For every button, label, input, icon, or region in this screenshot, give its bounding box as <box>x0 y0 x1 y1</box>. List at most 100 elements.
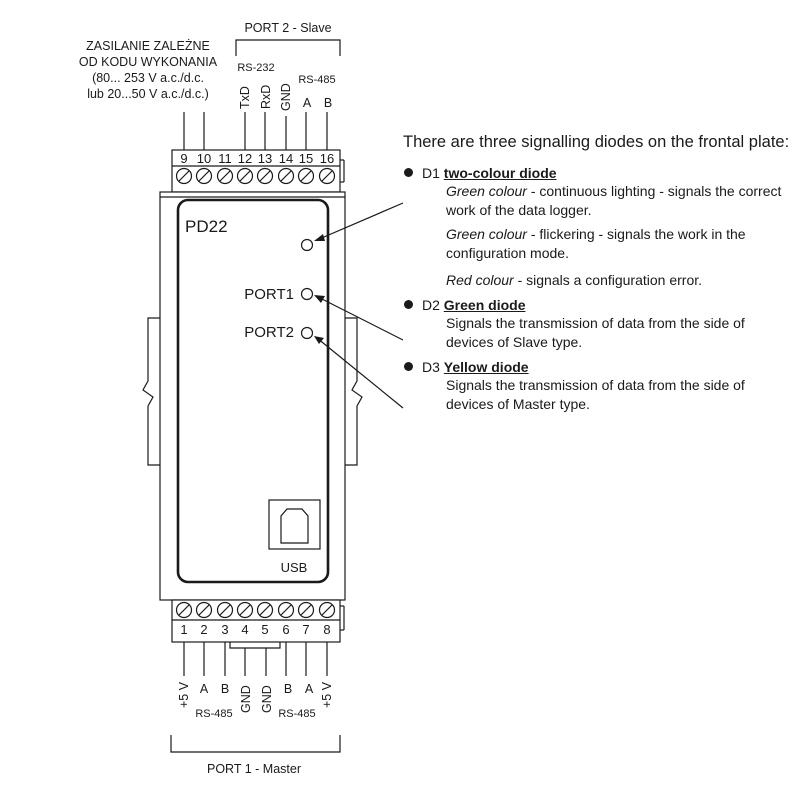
usb-port: USB <box>268 499 321 575</box>
d2-line1-text: Signals the transmission of data from th… <box>446 315 745 350</box>
port2-title: PORT 2 - Slave <box>244 21 331 35</box>
d1-line3-em: Red colour <box>446 272 514 288</box>
diode-d1-id: D1 <box>422 165 440 181</box>
a-left-label: A <box>200 682 209 696</box>
bullet-icon <box>404 168 413 177</box>
bottom-terminal-number: 3 <box>221 622 228 637</box>
screw-slot <box>280 604 292 616</box>
terminal-screw-icon <box>175 167 193 185</box>
top-terminal-number: 16 <box>320 151 334 166</box>
screw-slot <box>178 170 190 182</box>
screw-slot <box>280 170 292 182</box>
gnd-left-label: GND <box>239 685 253 713</box>
d3-arrow <box>314 336 404 409</box>
bottom-terminal-number: 1 <box>180 622 187 637</box>
terminal-screw-icon <box>277 167 295 185</box>
d1-line1-em: Green colour <box>446 183 527 199</box>
a-right-label: A <box>305 682 314 696</box>
port2-bracket: PORT 2 - Slave <box>235 21 341 56</box>
housing <box>159 191 346 601</box>
screw-slot <box>219 604 231 616</box>
top-terminal-number: 11 <box>218 151 232 166</box>
screw-slot <box>198 604 210 616</box>
d1-arrow <box>314 202 404 241</box>
terminal-screw-icon <box>318 601 336 619</box>
supply-line-3: (80... 253 V a.c./d.c. <box>92 71 204 85</box>
bottom-terminal-number: 7 <box>302 622 309 637</box>
rs485-bottom-right-label: RS-485 <box>278 708 315 720</box>
terminal-screw-icon <box>216 167 234 185</box>
bottom-leader-lines <box>183 642 328 676</box>
terminal-screw-icon <box>195 167 213 185</box>
d1-line2-em: Green colour <box>446 226 527 242</box>
port1-bracket: PORT 1 - Master <box>170 735 341 776</box>
usb-frame <box>268 499 321 550</box>
gnd-top-label: GND <box>279 83 293 111</box>
terminal-screw-icon <box>236 167 254 185</box>
screw-slot <box>300 170 312 182</box>
gnd-right-label: GND <box>260 685 274 713</box>
txd-label: TxD <box>238 86 252 109</box>
bottom-terminal-block <box>171 599 345 649</box>
din-rail-clip-right <box>345 317 363 466</box>
usb-b-socket-icon <box>280 508 309 544</box>
terminal-screw-icon <box>297 167 315 185</box>
led-d1-icon <box>300 238 314 252</box>
bullet-icon <box>404 362 413 371</box>
port1-title: PORT 1 - Master <box>207 762 301 776</box>
d1-line3-text: - signals a configuration error. <box>513 272 703 288</box>
b-right-label: B <box>284 682 292 696</box>
diode-d3-id: D3 <box>422 359 440 375</box>
diode-d2-title: Green diode <box>443 297 526 313</box>
d3-line1-text: Signals the transmission of data from th… <box>446 377 745 412</box>
model-label: PD22 <box>185 217 228 236</box>
top-leader-lines <box>183 112 328 150</box>
diode-d3-title: Yellow diode <box>443 359 529 375</box>
diode-d2-id: D2 <box>422 297 440 313</box>
led-d2-icon <box>300 287 314 301</box>
top-terminal-number: 14 <box>279 151 293 166</box>
terminal-screw-icon <box>256 601 274 619</box>
rs485-top-label: RS-485 <box>298 74 335 86</box>
screw-slot <box>300 604 312 616</box>
screw-slot <box>321 604 333 616</box>
supply-label: ZASILANIE ZALEŻNE OD KODU WYKONANIA (80.… <box>79 39 218 101</box>
diode-d1: D1 two-colour diode Green colour - conti… <box>400 164 795 290</box>
arrowhead-icon <box>314 234 325 241</box>
supply-line-2: OD KODU WYKONANIA <box>79 55 218 69</box>
diode-description: There are three signalling diodes on the… <box>400 130 795 420</box>
terminal-screw-icon <box>216 601 234 619</box>
bottom-terminal-number: 6 <box>282 622 289 637</box>
rs232-label: RS-232 <box>237 62 274 74</box>
screw-slot <box>239 170 251 182</box>
plus5v-right-label: +5 V <box>320 681 334 708</box>
top-terminal-number: 12 <box>238 151 252 166</box>
bottom-terminal-number: 2 <box>200 622 207 637</box>
d1-line1-text: - continuous lighting - signals the corr… <box>446 183 782 218</box>
port1-led-label: PORT1 <box>244 286 294 303</box>
diode-d2: D2 Green diode Signals the transmission … <box>400 296 795 352</box>
arrowhead-icon <box>314 336 324 344</box>
screw-slot <box>198 170 210 182</box>
bottom-terminal-number: 4 <box>241 622 248 637</box>
led-d1 <box>300 238 314 252</box>
terminal-screw-icon <box>297 601 315 619</box>
port2-led-label: PORT2 <box>244 324 294 341</box>
top-terminal-number: 9 <box>180 151 187 166</box>
terminal-screw-icon <box>277 601 295 619</box>
bottom-terminal-number: 5 <box>261 622 268 637</box>
terminal-screw-icon <box>256 167 274 185</box>
led-d3-icon <box>300 326 314 340</box>
diode-d3: D3 Yellow diode Signals the transmission… <box>400 358 795 414</box>
din-rail-clip-left <box>142 317 160 466</box>
led-port2: PORT2 <box>244 324 314 341</box>
d1-line2-text: - flickering - signals the work in the c… <box>446 226 746 261</box>
arrowhead-icon <box>314 295 325 303</box>
supply-line-4: lub 20...50 V a.c./d.c.) <box>87 87 209 101</box>
top-terminal-number: 15 <box>299 151 313 166</box>
supply-line-1: ZASILANIE ZALEŻNE <box>86 39 210 53</box>
rxd-label: RxD <box>259 85 273 109</box>
